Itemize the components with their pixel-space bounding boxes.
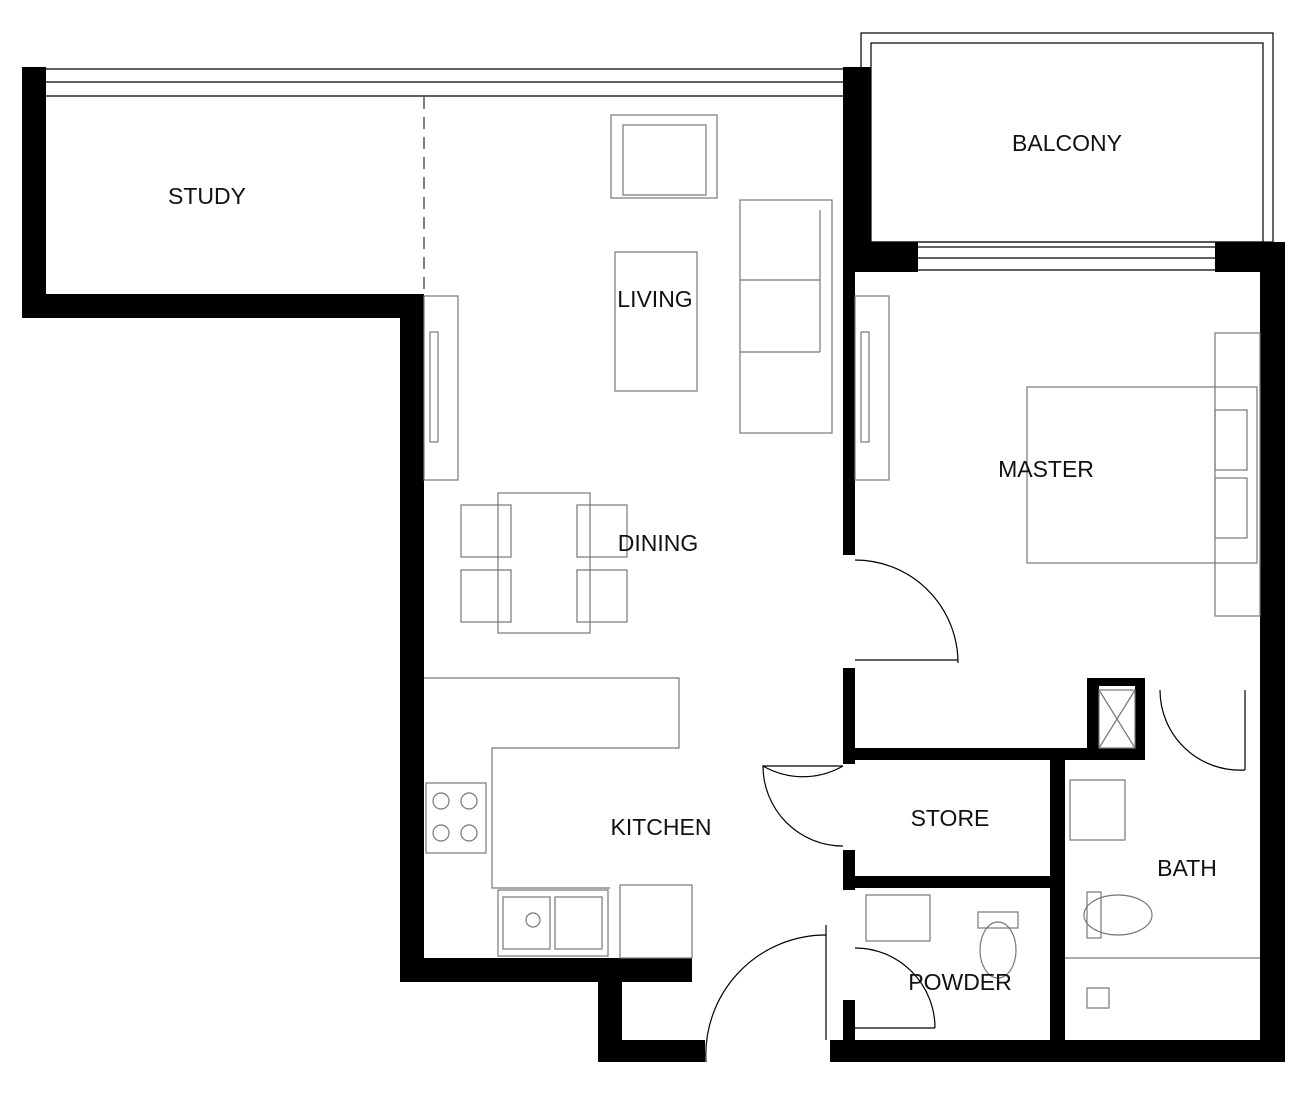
windows [46, 68, 1215, 271]
label-balcony: BALCONY [1012, 130, 1122, 156]
label-kitchen: KITCHEN [611, 814, 712, 840]
label-living: LIVING [617, 286, 692, 312]
label-study: STUDY [168, 183, 246, 209]
label-dining: DINING [618, 530, 699, 556]
room-labels: STUDY LIVING BALCONY MASTER DINING KITCH… [168, 130, 1217, 995]
label-store: STORE [911, 805, 990, 831]
label-bath: BATH [1157, 855, 1217, 881]
label-master: MASTER [998, 456, 1094, 482]
furniture [423, 114, 1261, 1009]
walls [22, 67, 1285, 1062]
doors [705, 559, 1246, 1063]
label-powder: POWDER [908, 969, 1012, 995]
balcony-outline [860, 32, 1274, 243]
